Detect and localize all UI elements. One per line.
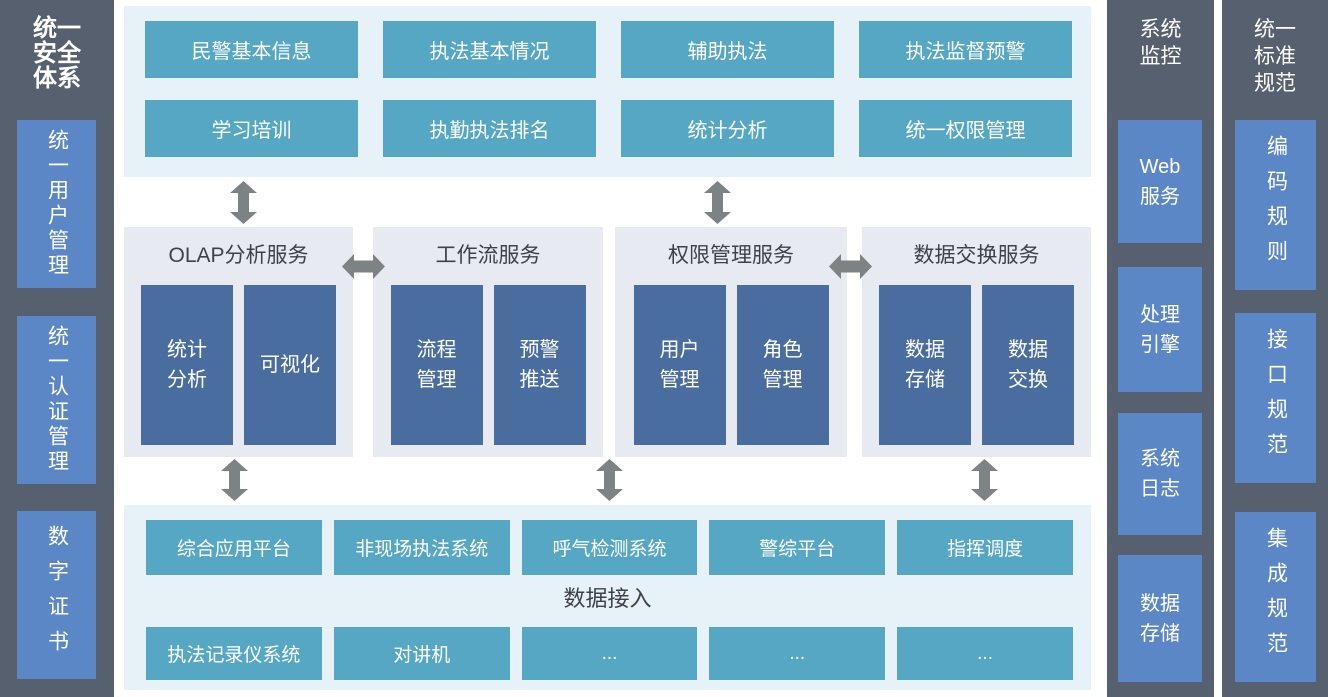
- double-arrow-vertical-icon: [221, 459, 248, 501]
- source-system-box: 呼气检测系统: [521, 520, 698, 575]
- application-row-1: 民警基本信息 执法基本情况 辅助执法 执法监督预警: [145, 21, 1072, 78]
- source-system-box: 非现场执法系统: [333, 520, 510, 575]
- data-source-box: 对讲机: [333, 627, 510, 680]
- standards-item-integration-spec: 集成规范: [1235, 512, 1316, 682]
- service-module-box: 数据 交换: [982, 285, 1074, 445]
- standards-item-label: 集成规范: [1264, 527, 1288, 667]
- application-section: 民警基本信息 执法基本情况 辅助执法 执法监督预警 学习培训 执勤执法排名 统计…: [124, 6, 1091, 177]
- double-arrow-horizontal-icon: [342, 250, 385, 283]
- security-item-label: 数字证书: [45, 525, 69, 665]
- monitor-item-processing-engine: 处理 引擎: [1118, 267, 1202, 392]
- service-module-box: 数据 存储: [879, 285, 971, 445]
- double-arrow-vertical-icon: [971, 459, 998, 501]
- source-system-box: 警综平台: [709, 520, 886, 575]
- application-box: 执法监督预警: [859, 21, 1072, 78]
- double-arrow-vertical-icon: [596, 459, 623, 501]
- standards-item-interface-spec: 接口规范: [1235, 313, 1316, 483]
- source-system-row: 综合应用平台 非现场执法系统 呼气检测系统 警综平台 指挥调度: [146, 520, 1073, 575]
- service-module-box: 统计 分析: [141, 285, 233, 445]
- monitor-sidebar-title: 系统 监控: [1139, 18, 1182, 68]
- data-source-box: ...: [709, 627, 886, 680]
- standards-item-coding-rules: 编码规则: [1235, 120, 1316, 290]
- security-item-unified-authentication: 统一认证管理: [17, 316, 96, 484]
- service-panel-title: 权限管理服务: [668, 244, 794, 267]
- application-box: 执法基本情况: [383, 21, 596, 78]
- double-arrow-horizontal-icon: [829, 250, 872, 283]
- service-module-box: 预警 推送: [493, 285, 586, 445]
- application-box: 统计分析: [621, 100, 834, 157]
- double-arrow-vertical-icon: [230, 181, 257, 224]
- security-item-label: 统一用户管理: [45, 129, 69, 279]
- monitor-item-data-storage: 数据 存储: [1118, 555, 1202, 682]
- security-sidebar-title: 统一 安全 体系: [33, 15, 81, 92]
- service-module-row: 流程 管理 预警 推送: [373, 285, 603, 445]
- standards-item-label: 编码规则: [1264, 135, 1288, 275]
- data-source-box: 执法记录仪系统: [146, 627, 322, 680]
- application-box: 民警基本信息: [145, 21, 358, 78]
- application-box: 辅助执法: [621, 21, 834, 78]
- service-module-box: 角色 管理: [736, 285, 829, 445]
- service-panel-permission: 权限管理服务 用户 管理 角色 管理: [615, 227, 847, 457]
- service-module-box: 流程 管理: [390, 285, 483, 445]
- standards-item-label: 接口规范: [1264, 328, 1288, 468]
- security-item-digital-certificate: 数字证书: [17, 511, 96, 679]
- application-box: 学习培训: [145, 100, 358, 157]
- service-panel-title: 工作流服务: [435, 244, 541, 267]
- service-panel-title: OLAP分析服务: [168, 244, 309, 267]
- monitor-item-system-log: 系统 日志: [1118, 413, 1202, 535]
- application-row-2: 学习培训 执勤执法排名 统计分析 统一权限管理: [145, 100, 1072, 157]
- security-item-unified-user-management: 统一用户管理: [17, 120, 96, 288]
- data-source-box: ...: [897, 627, 1073, 680]
- standards-sidebar-title: 统一 标准 规范: [1254, 18, 1296, 95]
- service-module-row: 数据 存储 数据 交换: [862, 285, 1091, 445]
- monitor-item-web-service: Web 服务: [1118, 120, 1202, 243]
- service-panel-olap: OLAP分析服务 统计 分析 可视化: [124, 227, 353, 457]
- service-module-box: 可视化: [244, 285, 336, 445]
- source-system-box: 综合应用平台: [146, 520, 322, 575]
- data-source-row: 执法记录仪系统 对讲机 ... ... ...: [146, 627, 1073, 680]
- service-module-row: 统计 分析 可视化: [124, 285, 353, 445]
- security-item-label: 统一认证管理: [45, 325, 69, 475]
- application-box: 统一权限管理: [859, 100, 1072, 157]
- double-arrow-vertical-icon: [704, 181, 731, 224]
- service-panel-title: 数据交换服务: [913, 244, 1040, 267]
- service-panel-data-exchange: 数据交换服务 数据 存储 数据 交换: [862, 227, 1091, 457]
- data-access-section: 综合应用平台 非现场执法系统 呼气检测系统 警综平台 指挥调度 数据接入 执法记…: [124, 505, 1091, 690]
- application-box: 执勤执法排名: [383, 100, 596, 157]
- service-module-row: 用户 管理 角色 管理: [615, 285, 847, 445]
- service-panel-workflow: 工作流服务 流程 管理 预警 推送: [373, 227, 603, 457]
- data-source-box: ...: [521, 627, 698, 680]
- source-system-box: 指挥调度: [897, 520, 1073, 575]
- data-access-label: 数据接入: [563, 586, 652, 611]
- service-module-box: 用户 管理: [633, 285, 726, 445]
